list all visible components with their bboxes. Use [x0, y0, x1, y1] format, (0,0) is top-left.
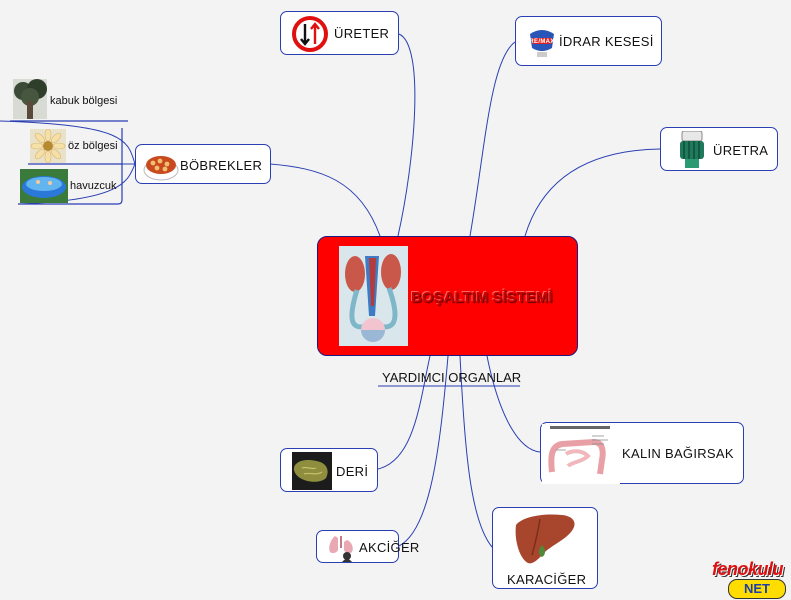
- node-kalin-bagirsak[interactable]: KALIN BAĞIRSAK: [540, 422, 744, 484]
- bean-bowl-icon: [143, 156, 179, 181]
- central-topic-label: BOŞALTIM SİSTEMİ: [411, 289, 553, 306]
- node-uretra[interactable]: ÜRETRA: [660, 127, 778, 171]
- link-kabuk-bolgesi: [0, 120, 136, 165]
- balloon-logo-icon: RE/MAX: [529, 30, 554, 57]
- link-karaciger: [459, 355, 493, 548]
- fenokulu-net-watermark: fenokulu NET: [712, 555, 790, 599]
- watermark-brand-bottom: NET: [728, 579, 786, 599]
- link-uretra: [524, 148, 661, 237]
- svg-text:RE/MAX: RE/MAX: [529, 39, 554, 45]
- node-karaciger[interactable]: KARACİĞER: [492, 507, 598, 589]
- leaf-kabuk-bolgesi-label: kabuk bölgesi: [50, 95, 118, 107]
- link-akciger: [398, 355, 449, 547]
- link-deri: [377, 355, 431, 470]
- node-uretra-label: ÜRETRA: [713, 143, 769, 158]
- node-idrar-kesesi[interactable]: RE/MAX İDRAR KESESİ: [515, 16, 662, 66]
- node-kalin-bagirsak-label: KALIN BAĞIRSAK: [622, 446, 734, 461]
- hose-connector-icon: [680, 131, 704, 168]
- link-kalin-bagirsak: [486, 355, 541, 453]
- bracket-leaves: [18, 128, 123, 205]
- pool-photo-icon: [20, 169, 68, 203]
- flower-photo-icon: [30, 129, 66, 163]
- node-bobrekler-label: BÖBREKLER: [180, 158, 263, 173]
- node-akciger-label: AKCİĞER: [359, 540, 420, 555]
- node-deri[interactable]: DERİ: [280, 448, 378, 492]
- lungs-icon: [329, 536, 353, 562]
- node-akciger[interactable]: AKCİĞER: [316, 530, 419, 563]
- intestine-diagram-icon: [542, 424, 620, 484]
- skin-texture-icon: [292, 452, 332, 490]
- node-ureter-label: ÜRETER: [334, 26, 390, 41]
- node-bobrekler[interactable]: BÖBREKLER: [135, 144, 271, 184]
- link-idrar-kesesi: [469, 41, 516, 237]
- branch-yardimci-organlar-label: YARDIMCI ORGANLAR: [382, 370, 522, 385]
- watermark-brand-top: fenokulu: [712, 559, 784, 579]
- liver-icon: [512, 511, 578, 567]
- link-bobrekler: [269, 163, 381, 237]
- no-entry-arrows-icon: [292, 16, 328, 52]
- kidney-system-illustration-icon: [339, 246, 408, 346]
- node-ureter[interactable]: ÜRETER: [280, 11, 399, 55]
- link-ureter: [397, 33, 416, 237]
- node-idrar-kesesi-label: İDRAR KESESİ: [559, 34, 654, 49]
- tree-photo-icon: [13, 79, 47, 119]
- leaf-havuzcuk-label: havuzcuk: [70, 180, 117, 192]
- node-deri-label: DERİ: [336, 464, 369, 479]
- leaf-oz-bolgesi-label: öz bölgesi: [68, 140, 118, 152]
- node-karaciger-label: KARACİĞER: [507, 572, 587, 587]
